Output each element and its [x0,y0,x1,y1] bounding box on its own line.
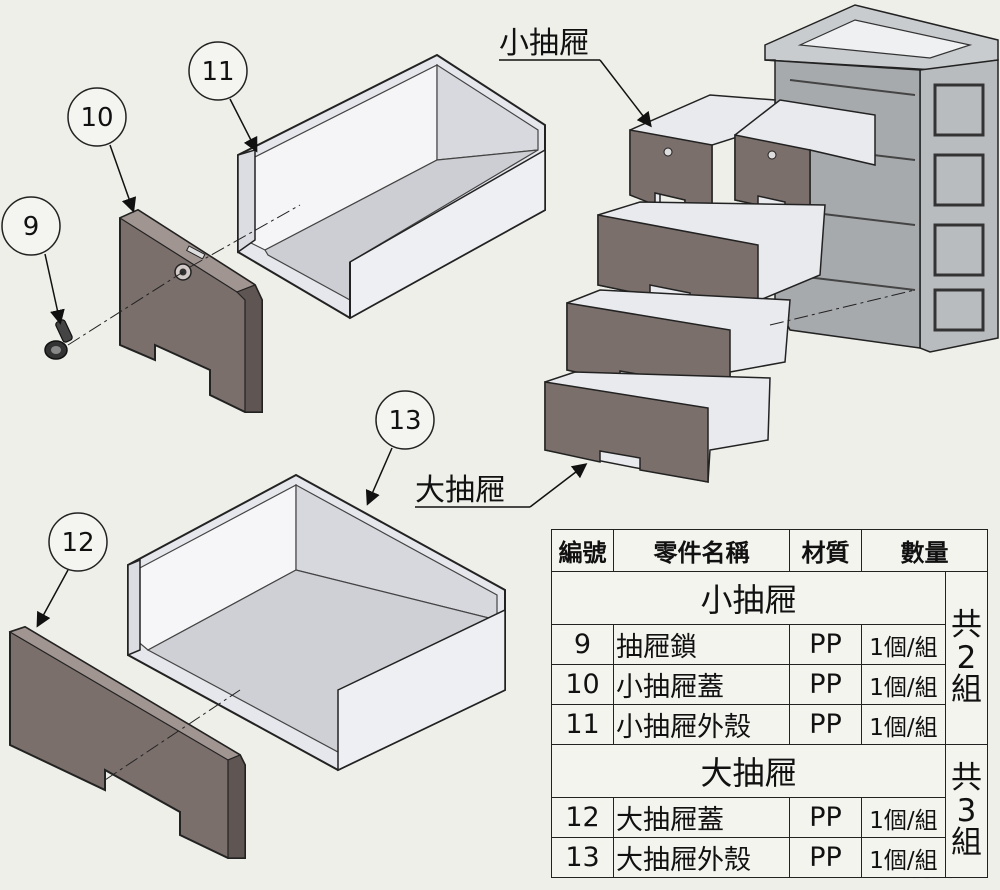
assembly-centerline [67,271,184,346]
part-material: PP [789,664,862,705]
callout-10: 10 [67,87,137,213]
large-drawer-bottom [544,371,771,483]
large-drawer-label: 大抽屜 [415,463,588,508]
svg-text:9: 9 [23,212,40,242]
part-quantity: 1個/組 [861,624,946,665]
part-name: 小抽屜蓋 [613,664,790,705]
svg-text:13: 13 [388,406,421,436]
part-number: 13 [551,837,614,878]
header-part-name: 零件名稱 [613,529,790,572]
assembly-centerline [189,204,301,268]
svg-text:12: 12 [61,528,94,558]
table-row: 11 小抽屜外殼 PP 1個/組 [551,704,988,745]
large-drawer-front-part-12 [8,625,246,859]
part-name: 小抽屜外殼 [613,704,790,745]
part-material: PP [789,837,862,878]
drawer-lock-part-9 [44,319,73,360]
small-drawer-shell-part-11 [237,53,546,320]
svg-text:11: 11 [201,57,234,87]
small-drawer-right [734,99,876,219]
header-number: 編號 [551,529,614,572]
part-material: PP [789,624,862,665]
part-quantity: 1個/組 [861,704,946,745]
small-drawer-front-part-10 [118,208,263,413]
group-total: 共2組 [945,571,988,745]
svg-text:大抽屜: 大抽屜 [415,473,505,508]
parts-table: 編號 零件名稱 材質 數量 小抽屜 共2組 9 抽屜鎖 PP 1個/組 10 小… [551,529,988,878]
part-name: 大抽屜外殼 [613,837,790,878]
table-row: 9 抽屜鎖 PP 1個/組 [551,624,988,665]
table-header-row: 編號 零件名稱 材質 數量 [551,529,988,572]
part-material: PP [789,797,862,838]
part-name: 抽屜鎖 [613,624,790,665]
table-row: 10 小抽屜蓋 PP 1個/組 [551,664,988,705]
group-total: 共3組 [945,744,988,878]
header-quantity: 數量 [861,529,988,572]
group-title-row: 小抽屜 共2組 [551,571,988,745]
table-row: 12 大抽屜蓋 PP 1個/組 [551,797,988,838]
part-number: 12 [551,797,614,838]
group-title: 小抽屜 [551,571,946,625]
group-title-row: 大抽屜 共3組 [551,744,988,878]
header-material: 材質 [789,529,862,572]
svg-text:小抽屜: 小抽屜 [499,26,589,61]
part-number: 9 [551,624,614,665]
callout-13: 13 [365,390,435,506]
small-drawer-left [629,94,776,216]
svg-text:10: 10 [80,103,113,133]
part-quantity: 1個/組 [861,664,946,705]
part-number: 11 [551,704,614,745]
group-title: 大抽屜 [551,744,946,798]
part-name: 大抽屜蓋 [613,797,790,838]
part-material: PP [789,704,862,745]
part-number: 10 [551,664,614,705]
callout-11: 11 [188,41,258,153]
large-drawer-shell-part-13 [127,473,506,772]
callout-12: 12 [36,512,108,628]
callout-9: 9 [1,196,65,325]
assembly-centerline [104,689,241,781]
small-drawer-label: 小抽屜 [499,26,652,128]
table-row: 13 大抽屜外殼 PP 1個/組 [551,837,988,878]
part-quantity: 1個/組 [861,797,946,838]
part-quantity: 1個/組 [861,837,946,878]
